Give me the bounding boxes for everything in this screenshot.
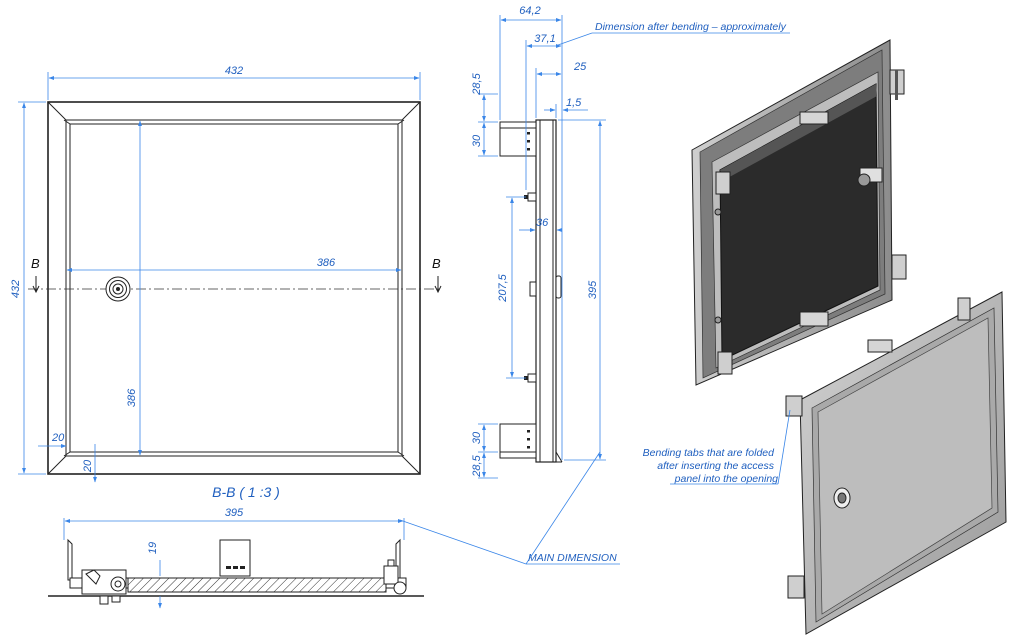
dim-25: 25 <box>573 61 587 73</box>
bending-note: Dimension after bending – approximately <box>557 21 790 46</box>
dim-36: 36 <box>536 217 549 229</box>
frame-3d-view <box>691 39 907 386</box>
dim-flange-h-20: 20 <box>51 432 65 444</box>
tabs-note-line2: after inserting the access <box>657 460 774 472</box>
front-view: B B 432 432 386 386 20 20 <box>10 65 442 483</box>
dim-37-1: 37,1 <box>534 33 555 45</box>
door-lock-icon <box>833 487 851 509</box>
dim-28-5-bottom: 28,5 <box>471 454 483 477</box>
dim-64-2: 64,2 <box>519 5 540 17</box>
dim-inner-width-386: 386 <box>317 257 336 269</box>
section-dim-19: 19 <box>147 542 159 554</box>
door-3d-view <box>785 291 1007 635</box>
bracket-top <box>499 121 537 157</box>
section-tab <box>219 539 251 577</box>
section-view: B-B ( 1 :3 ) 395 <box>48 484 424 609</box>
section-dim-395: 395 <box>225 507 244 519</box>
main-dimension-text: MAIN DIMENSION <box>528 552 617 564</box>
side-view: 64,2 37,1 25 1,5 28,5 30 36 207,5 <box>471 5 606 479</box>
section-label-left: B <box>31 256 40 271</box>
dim-28-5-top: 28,5 <box>471 72 483 95</box>
dim-height-432: 432 <box>10 280 22 298</box>
dim-1-5: 1,5 <box>566 97 582 109</box>
dim-flange-v-20: 20 <box>82 459 94 473</box>
dim-207-5: 207,5 <box>497 273 509 302</box>
tabs-note-line3: panel into the opening <box>674 473 778 485</box>
section-panel-hatched <box>127 577 387 593</box>
section-lock <box>81 569 127 605</box>
outer-frame <box>47 101 421 475</box>
inner-opening <box>65 119 403 457</box>
dim-inner-height-386: 386 <box>126 388 138 407</box>
tabs-note-line1: Bending tabs that are folded <box>643 447 776 459</box>
door-panel-edge <box>69 123 399 453</box>
main-dimension-note: MAIN DIMENSION <box>399 451 620 565</box>
bending-note-text: Dimension after bending – approximately <box>595 21 787 33</box>
dim-width-432: 432 <box>225 65 243 77</box>
bracket-bottom <box>499 423 537 459</box>
dim-395: 395 <box>587 280 599 299</box>
section-label-right: B <box>432 256 441 271</box>
dim-30-top: 30 <box>471 134 483 147</box>
lock-icon <box>105 276 131 302</box>
tabs-note: Bending tabs that are folded after inser… <box>643 409 791 485</box>
section-title: B-B ( 1 :3 ) <box>212 484 280 500</box>
latch <box>529 275 562 299</box>
dim-30-bottom: 30 <box>471 431 483 444</box>
section-hinge <box>383 559 407 595</box>
